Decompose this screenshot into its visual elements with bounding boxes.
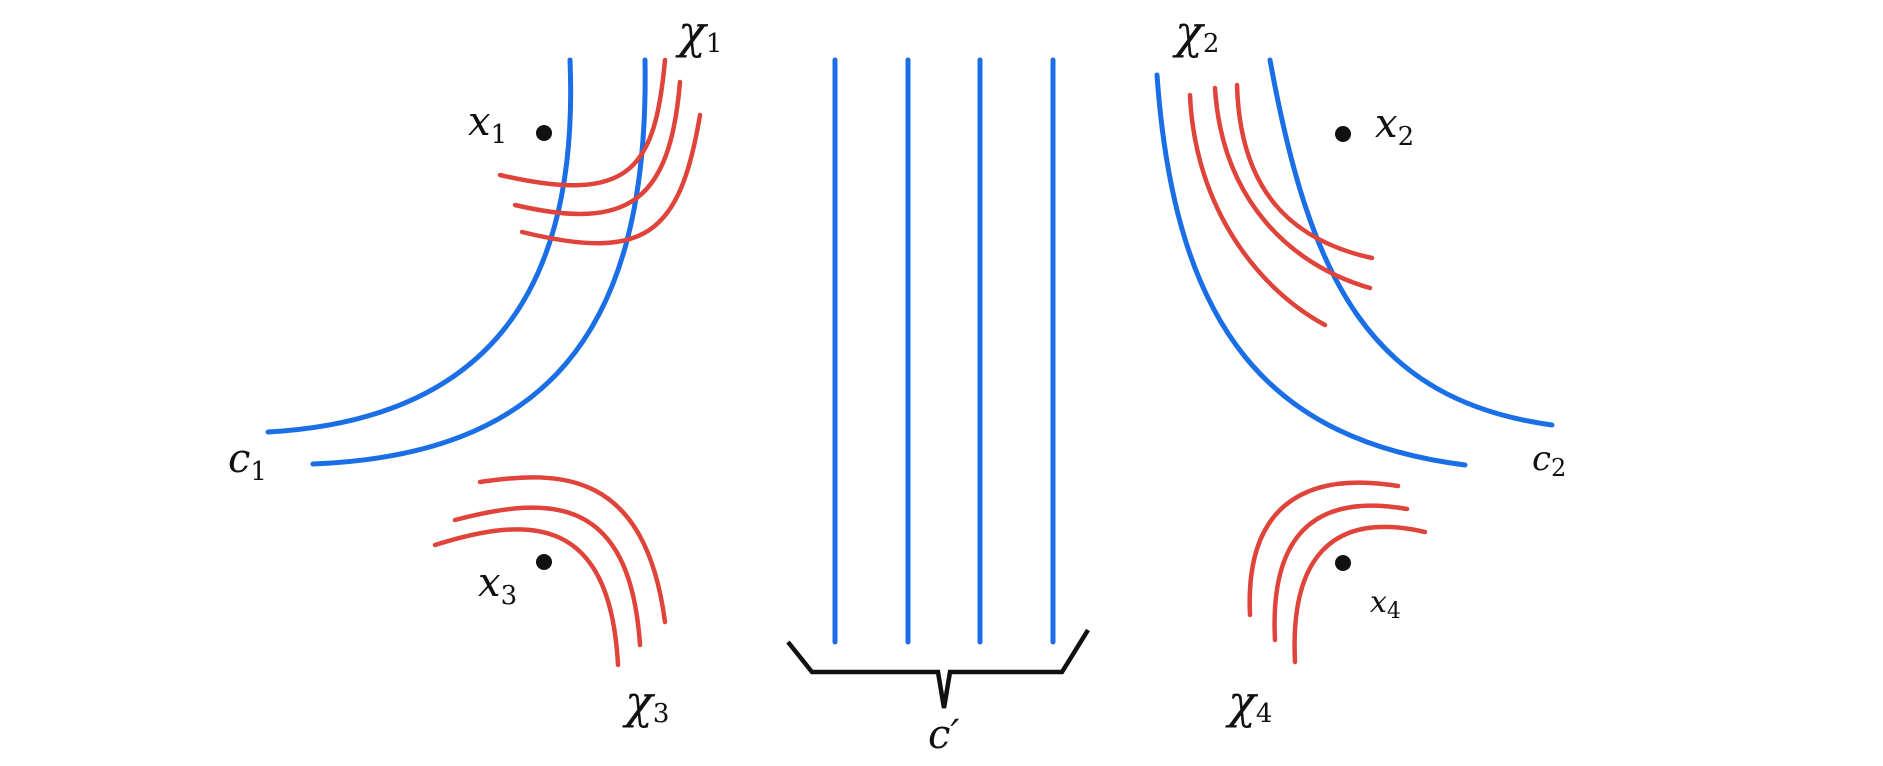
cprime-brace (786, 628, 1090, 709)
chi3-red-curve-2 (452, 505, 643, 648)
c1-label: c1 (228, 436, 267, 487)
c2-label: c2 (1532, 439, 1566, 482)
c1-blue-curve-outer (265, 57, 574, 435)
x2-label: x2 (1375, 101, 1414, 152)
x4-point (1335, 555, 1351, 571)
chi1-red-curve-3 (519, 112, 703, 246)
chi1-label: χ1 (675, 5, 722, 59)
chi3-red-curve-group (432, 475, 668, 668)
x1-point (536, 125, 552, 141)
x3-point (536, 554, 552, 570)
chi2-red-curve-2 (1212, 85, 1373, 291)
c1-blue-curve-inner (310, 57, 648, 467)
chi2-red-curve-3 (1187, 92, 1328, 328)
chi3-red-curve-1 (477, 475, 668, 625)
c1-curve-group (265, 57, 648, 467)
chi4-red-curve-1 (1247, 480, 1401, 618)
chi4-red-curve-2 (1272, 503, 1410, 643)
chi2-red-curve-group (1187, 82, 1375, 328)
c2-blue-curve-outer (1154, 72, 1468, 468)
chi1-red-curve-group (497, 57, 703, 246)
x3-label: x3 (478, 560, 517, 611)
chi1-red-curve-2 (512, 79, 683, 217)
cprime-lines-group (832, 57, 1056, 645)
c2-curve-group (1154, 57, 1555, 468)
chi1-red-curve-1 (497, 57, 668, 188)
x2-point (1335, 126, 1351, 142)
chi4-red-curve-group (1247, 480, 1428, 665)
chi2-red-curve-1 (1234, 82, 1375, 261)
chi4-red-curve-3 (1292, 524, 1428, 665)
cprime-label: c′ (928, 712, 959, 758)
chi3-red-curve-3 (432, 527, 621, 668)
x1-label: x1 (468, 99, 507, 150)
c2-blue-curve-inner (1267, 57, 1555, 428)
x4-label: x4 (1370, 585, 1401, 624)
chi4-label: χ4 (1225, 675, 1272, 729)
chi2-label: χ2 (1172, 5, 1219, 59)
chi3-label: χ3 (622, 675, 669, 729)
